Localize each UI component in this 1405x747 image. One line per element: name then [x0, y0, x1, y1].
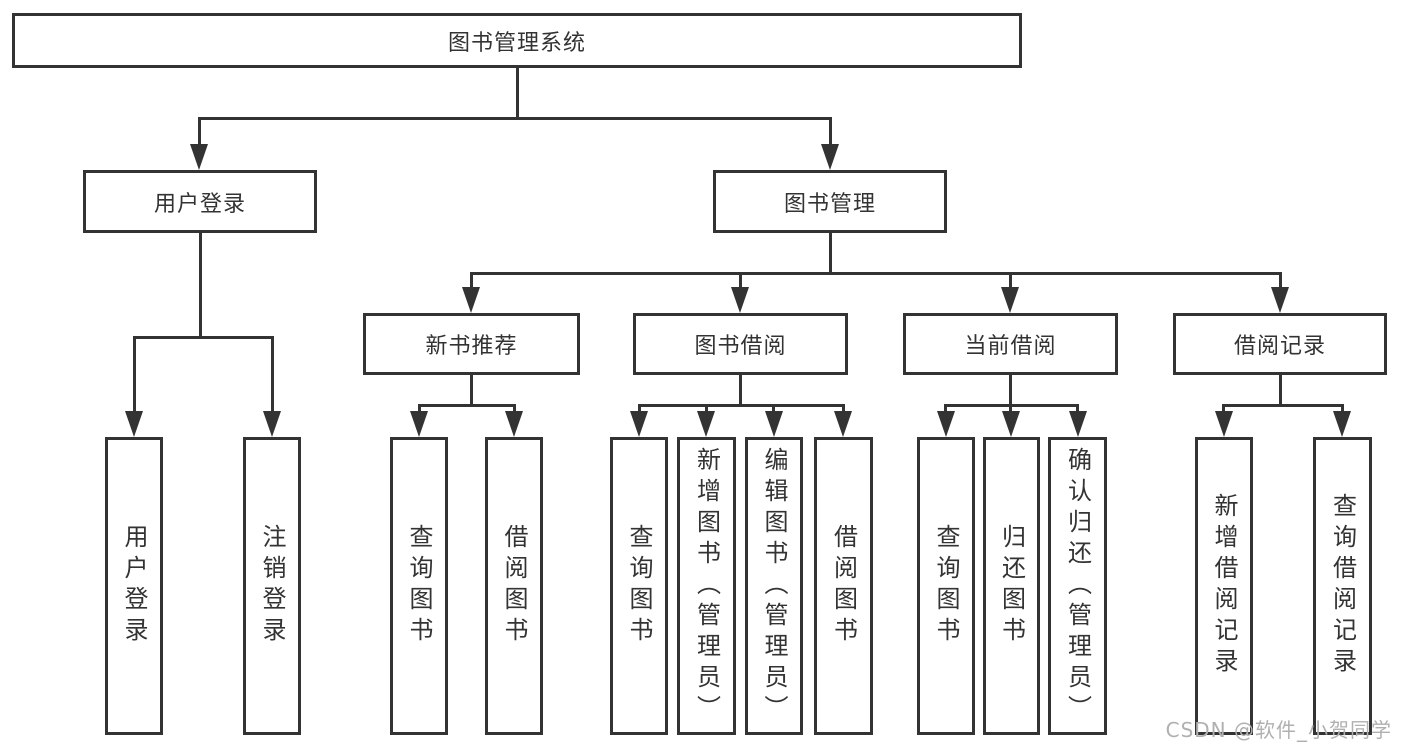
node-label: 查询图书 [625, 524, 653, 648]
leaf-logout: 注销登录 [243, 437, 301, 735]
connector-line [271, 336, 274, 414]
arrow-down-icon [263, 411, 281, 437]
node-label: 新增图书（管理员） [692, 446, 721, 726]
leaf-add-book-admin: 新增图书（管理员） [677, 437, 736, 735]
connector-line [1341, 404, 1344, 416]
arrow-down-icon [1002, 411, 1020, 437]
node-new-book-recommendation: 新书推荐 [363, 313, 580, 375]
node-label: 查询借阅记录 [1328, 493, 1357, 679]
node-label: 查询图书 [405, 524, 433, 648]
leaf-user-login: 用户登录 [105, 437, 163, 735]
connector-line [199, 233, 202, 338]
node-label: 确认归还（管理员） [1063, 446, 1092, 726]
node-book-borrowing: 图书借阅 [633, 313, 848, 375]
node-current-borrowing: 当前借阅 [903, 313, 1118, 375]
node-label: 注销登录 [258, 524, 286, 648]
node-label: 图书管理系统 [447, 30, 586, 56]
connector-line [1076, 404, 1079, 416]
node-label: 归还图书 [997, 524, 1026, 648]
connector-line [470, 272, 1281, 275]
arrow-down-icon [697, 411, 715, 437]
node-label: 借阅图书 [829, 524, 858, 648]
arrow-down-icon [1215, 411, 1233, 437]
leaf-borrow-books-borrowing: 借阅图书 [814, 437, 873, 735]
node-label: 图书管理 [783, 191, 876, 217]
connector-line [1009, 375, 1012, 406]
connector-line [944, 404, 947, 416]
leaf-add-borrow-record: 新增借阅记录 [1195, 437, 1253, 735]
leaf-query-books-recommend: 查询图书 [390, 437, 448, 735]
connector-line [638, 404, 641, 416]
node-borrowing-records: 借阅记录 [1173, 313, 1387, 375]
connector-line [516, 68, 519, 118]
node-library-system: 图书管理系统 [12, 13, 1022, 68]
connector-line [1279, 375, 1282, 406]
leaf-query-books-borrowing: 查询图书 [610, 437, 668, 735]
connector-line [1009, 272, 1012, 289]
node-user-login: 用户登录 [83, 170, 317, 233]
connector-line [418, 404, 421, 416]
arrow-down-icon [1333, 411, 1351, 437]
node-book-management: 图书管理 [713, 170, 947, 233]
connector-line [198, 117, 832, 120]
arrow-down-icon [937, 411, 955, 437]
connector-line [638, 404, 845, 407]
node-label: 新增借阅记录 [1210, 493, 1238, 679]
leaf-confirm-return-admin: 确认归还（管理员） [1048, 437, 1107, 735]
node-label: 当前借阅 [964, 334, 1057, 359]
connector-line [842, 404, 845, 416]
connector-line [133, 336, 136, 414]
node-label: 用户登录 [153, 191, 246, 217]
arrow-down-icon [410, 411, 428, 437]
leaf-query-books-current: 查询图书 [917, 437, 975, 735]
arrow-down-icon [731, 287, 749, 313]
arrow-down-icon [765, 411, 783, 437]
node-label: 新书推荐 [425, 334, 518, 359]
node-label: 借阅记录 [1233, 334, 1326, 359]
arrow-down-icon [1069, 411, 1087, 437]
arrow-down-icon [630, 411, 648, 437]
arrow-down-icon [505, 411, 523, 437]
connector-line [829, 117, 832, 147]
arrow-down-icon [1001, 287, 1019, 313]
connector-line [1279, 272, 1282, 289]
connector-line [198, 117, 201, 147]
node-label: 查询图书 [932, 524, 960, 648]
arrow-down-icon [834, 411, 852, 437]
connector-line [772, 404, 775, 416]
arrow-down-icon [462, 287, 480, 313]
node-label: 用户登录 [120, 524, 148, 648]
connector-line [513, 404, 516, 416]
connector-line [739, 375, 742, 406]
arrow-down-icon [125, 411, 143, 437]
connector-line [470, 375, 473, 406]
leaf-edit-book-admin: 编辑图书（管理员） [745, 437, 803, 735]
node-label: 图书借阅 [694, 334, 787, 359]
arrow-down-icon [190, 144, 208, 170]
node-label: 借阅图书 [500, 524, 528, 648]
connector-line [418, 404, 516, 407]
node-label: 编辑图书（管理员） [760, 446, 788, 726]
connector-line [1009, 404, 1012, 416]
connector-line [470, 272, 473, 289]
arrow-down-icon [1271, 287, 1289, 313]
leaf-query-borrow-record: 查询借阅记录 [1313, 437, 1372, 735]
arrow-down-icon [821, 144, 839, 170]
connector-line [133, 336, 274, 339]
connector-line [1222, 404, 1343, 407]
connector-line [1222, 404, 1225, 416]
leaf-borrow-books-recommend: 借阅图书 [485, 437, 543, 735]
connector-line [829, 233, 832, 274]
leaf-return-book: 归还图书 [983, 437, 1040, 735]
connector-line [739, 272, 742, 289]
connector-line [705, 404, 708, 416]
